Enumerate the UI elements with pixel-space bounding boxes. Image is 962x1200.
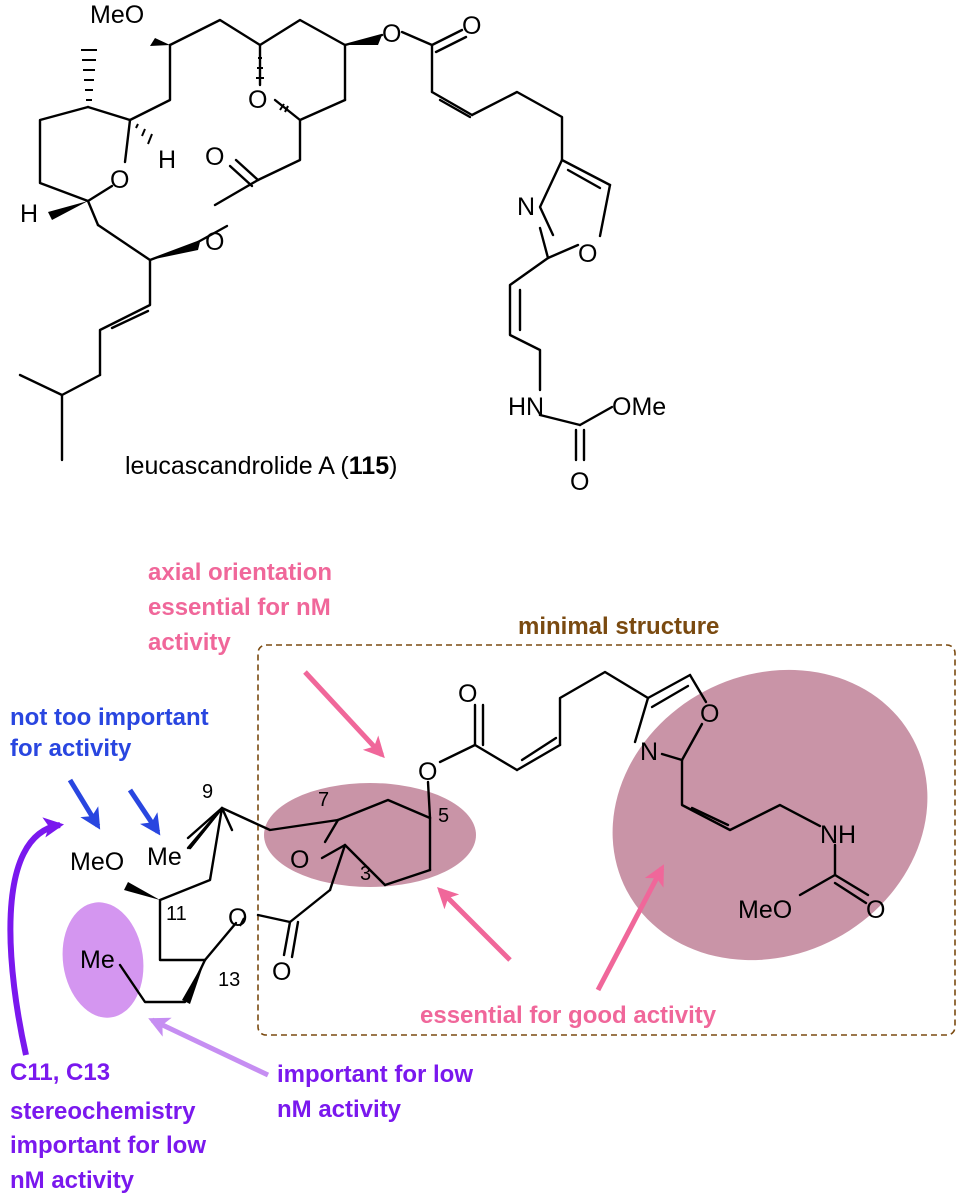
ethyl-highlight <box>62 902 144 1018</box>
atom-o-oxazole: O <box>700 700 719 728</box>
annotation-arrows <box>7 670 665 1078</box>
position-c11: 11 <box>166 903 187 925</box>
atom-o-ring: O <box>290 846 309 874</box>
atom-meo-top: MeO <box>90 1 144 29</box>
note-minimal-structure: minimal structure <box>518 613 719 640</box>
arrow-essential-oxazole <box>595 864 665 992</box>
arrow-axial <box>303 670 385 759</box>
top-bonds <box>18 18 614 462</box>
atom-o-lactone: O <box>205 228 224 256</box>
atom-me-top: Me <box>147 843 182 871</box>
sar-diagram: MeO Me Me O O O O O N O NH MeO O 9 7 5 3… <box>7 559 956 1194</box>
atom-o-lactone: O <box>228 904 247 932</box>
atom-n-oxazole: N <box>640 738 658 766</box>
atom-o-carbonyl-top: O <box>462 12 481 40</box>
position-c3: 3 <box>360 863 371 885</box>
position-c9: 9 <box>202 781 213 803</box>
note-axial: axial orientation essential for nM activ… <box>148 559 339 656</box>
atom-o-carbamate: O <box>570 468 589 496</box>
position-numbers: 9 7 5 3 11 13 <box>166 781 449 991</box>
atom-o-carbamate: O <box>866 896 885 924</box>
pyran-highlight <box>264 783 476 887</box>
top-atom-labels: MeO H H O O O O O O N O HN OMe O <box>20 1 666 496</box>
top-stereo-bonds <box>48 35 382 260</box>
note-essential-good: essential for good activity <box>420 1002 717 1029</box>
atom-o-lactone-carbonyl: O <box>205 143 224 171</box>
position-c5: 5 <box>438 805 449 827</box>
atom-h-ring: H <box>158 146 176 174</box>
atom-me-bottom: Me <box>80 946 115 974</box>
note-important-low: important for low nM activity <box>277 1061 480 1123</box>
atom-meo-carbamate: MeO <box>738 896 792 924</box>
compound-caption: leucascandrolide A (115) <box>125 452 397 480</box>
atom-h-left: H <box>20 200 38 228</box>
atom-o-lactone-carbonyl: O <box>272 958 291 986</box>
bottom-stereo-bonds <box>124 882 245 1004</box>
atom-o-ester-top: O <box>382 20 401 48</box>
position-c13: 13 <box>218 969 240 991</box>
atom-o-ring-left: O <box>110 166 129 194</box>
atom-ome: OMe <box>612 393 666 421</box>
atom-o-oxazole: O <box>578 240 597 268</box>
leucascandrolide-a-structure: MeO H H O O O O O O N O HN OMe O leucasc… <box>18 1 666 496</box>
note-stereochemistry: C11, C13 stereochemistry important for l… <box>10 1059 213 1194</box>
bottom-bonds <box>118 670 870 1004</box>
arrow-important-low <box>148 1017 270 1078</box>
bottom-atom-labels: MeO Me Me O O O O O N O NH MeO O <box>70 680 885 986</box>
atom-n-oxazole: N <box>517 193 535 221</box>
note-not-important: not too important for activity <box>10 704 215 762</box>
arrow-essential-pyran <box>437 887 512 962</box>
atom-nh: NH <box>820 821 856 849</box>
arrow-stereochemistry <box>7 817 65 1056</box>
arrow-not-important-2 <box>127 788 161 836</box>
atom-meo: MeO <box>70 848 124 876</box>
minimal-structure-box <box>257 644 956 1036</box>
annotations: axial orientation essential for nM activ… <box>10 559 719 1194</box>
atom-o-ring-bridge: O <box>248 86 267 114</box>
atom-o-ester: O <box>418 758 437 786</box>
arrow-not-important-1 <box>67 778 101 830</box>
atom-hn: HN <box>508 393 544 421</box>
atom-o-carbonyl: O <box>458 680 477 708</box>
position-c7: 7 <box>318 789 329 811</box>
